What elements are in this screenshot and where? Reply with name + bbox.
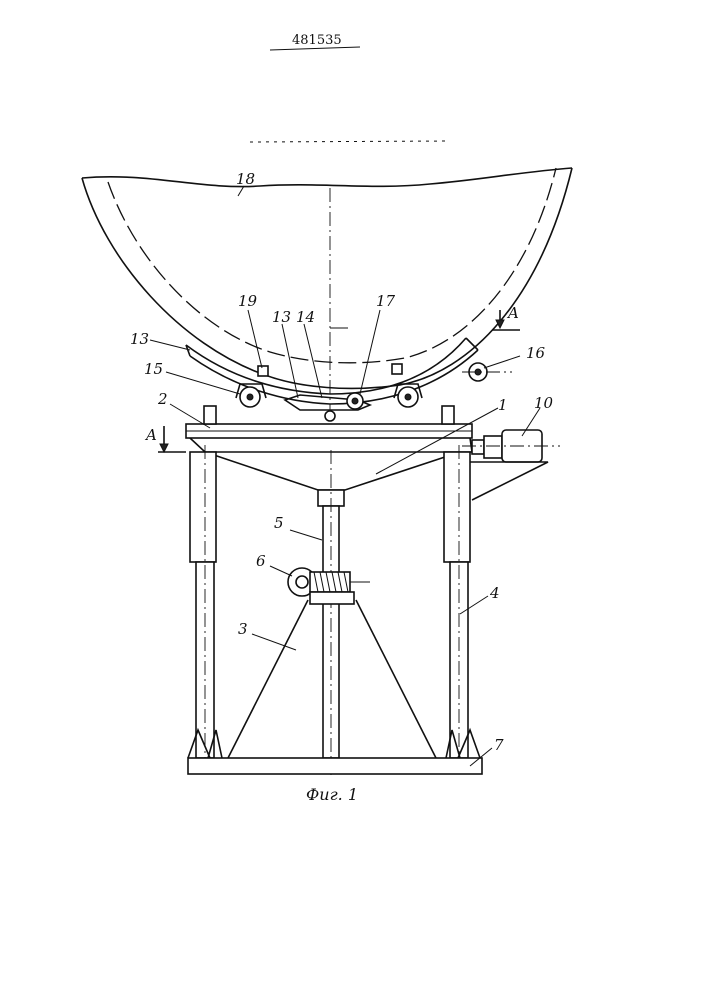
- figure-caption: Фиг. 1: [306, 785, 358, 804]
- leader-17: [360, 310, 380, 394]
- support-right-leg: [356, 600, 436, 758]
- leader-15: [166, 372, 240, 394]
- scan-artifact-line: [250, 141, 450, 142]
- table-post-right: [442, 406, 454, 424]
- bowl-outer-shell: [82, 168, 572, 388]
- label-13-center: 13: [272, 308, 291, 326]
- worm-hub: [296, 576, 308, 588]
- motor-bracket: [470, 462, 548, 500]
- label-17: 17: [376, 292, 396, 310]
- label-14: 14: [296, 308, 315, 326]
- table-post-left: [204, 406, 216, 424]
- leader-5: [290, 530, 322, 540]
- label-16: 16: [526, 344, 546, 362]
- label-3: 3: [238, 620, 248, 638]
- column-4-left: [190, 445, 216, 775]
- leader-16: [484, 356, 520, 368]
- section-label-right: A: [506, 304, 519, 322]
- rollers: [236, 363, 512, 421]
- label-18: 18: [236, 170, 255, 188]
- label-5: 5: [274, 514, 284, 532]
- bearing-block: [310, 592, 354, 604]
- cradle-ring-inner: [190, 350, 478, 404]
- frame-lower: [205, 452, 460, 490]
- section-label-left: A: [144, 426, 157, 444]
- label-1: 1: [498, 396, 508, 414]
- column-left-upper: [190, 452, 216, 562]
- pivot: [325, 411, 335, 421]
- label-7: 7: [494, 736, 504, 754]
- clamp-19-right: [392, 364, 402, 374]
- label-13-left: 13: [130, 330, 149, 348]
- label-4: 4: [489, 584, 500, 602]
- leader-13a: [150, 340, 190, 350]
- motor-10: [462, 430, 560, 500]
- leader-19: [248, 310, 262, 368]
- label-10: 10: [534, 394, 554, 412]
- leader-6: [270, 566, 292, 576]
- roller-right-axle: [405, 394, 411, 400]
- cradle-ring-end-right: [466, 338, 478, 350]
- label-15: 15: [144, 360, 163, 378]
- roller-15-axle: [247, 394, 253, 400]
- patent-number: 481535: [292, 33, 342, 48]
- roller-17-axle: [352, 398, 358, 404]
- leader-13b: [282, 324, 298, 398]
- gearbox: [484, 436, 502, 458]
- column-right-upper: [444, 452, 470, 562]
- shaft-5: [318, 450, 344, 775]
- label-2: 2: [157, 390, 168, 408]
- section-arrow-left-head: [160, 444, 168, 452]
- worm-gear-6: [288, 568, 370, 604]
- clamp-19-left: [258, 366, 268, 376]
- bowl-break-edge: [82, 168, 572, 187]
- label-19: 19: [238, 292, 258, 310]
- label-6: 6: [256, 552, 266, 570]
- base-plate: [188, 758, 482, 774]
- coupling: [472, 440, 484, 454]
